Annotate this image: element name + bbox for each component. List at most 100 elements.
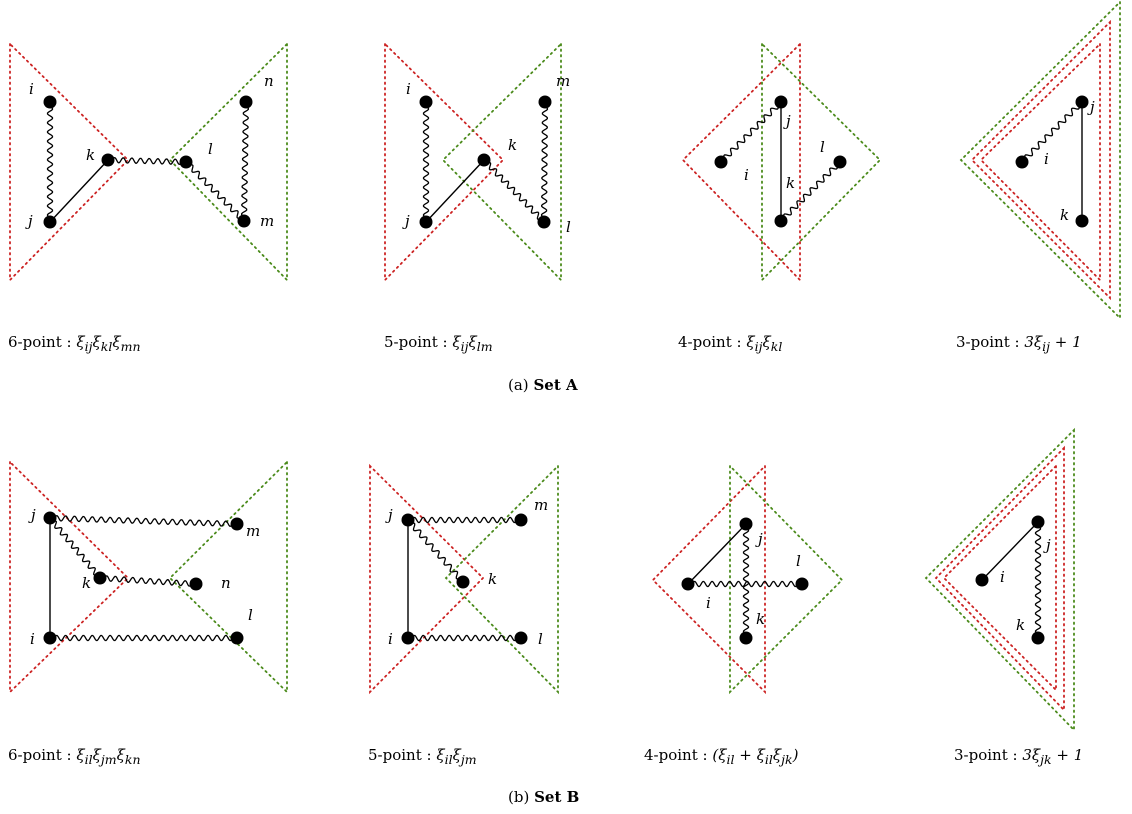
vertex-j [1031, 515, 1045, 529]
region-red [384, 41, 505, 283]
wavy-edge-il [407, 634, 522, 642]
subcaption-label: (b) [508, 788, 530, 806]
wavy-edge-il [49, 634, 238, 642]
region-red-outer [934, 445, 1065, 713]
region-red [942, 463, 1057, 693]
subcaption-name: Set B [534, 788, 580, 806]
formula: ξijξlm [452, 333, 493, 354]
vertex-label: m [534, 496, 548, 514]
vertex-l [179, 155, 193, 169]
vertex-label: j [1043, 536, 1051, 554]
vertex-label: n [264, 72, 274, 90]
wavy-edge-ij [46, 101, 54, 223]
vertex-j [1075, 95, 1089, 109]
subcaption-label: (a) [508, 376, 529, 394]
vertex-label: k [488, 570, 497, 588]
caption-b-3pt: 3-point : 3ξjk + 1 [954, 746, 1083, 767]
wavy-edge-ij [720, 100, 782, 164]
point-label: 5-point : [384, 333, 448, 351]
region-green [729, 463, 844, 695]
vertex-l [795, 577, 809, 591]
wavy-edge-ij [422, 101, 430, 223]
region-green [441, 41, 562, 283]
vertex-j [43, 215, 57, 229]
edges-layer [46, 100, 1083, 642]
vertex-n [239, 95, 253, 109]
caption-a-6pt: 6-point : ξijξklξmn [8, 333, 141, 354]
region-red [9, 459, 130, 695]
caption-b-4pt: 4-point : (ξil + ξilξjk) [644, 746, 798, 767]
wavy-edge-kl [107, 157, 187, 165]
vertex-label: n [221, 574, 231, 592]
formula: 3ξij + 1 [1024, 333, 1082, 354]
wavy-edge-jk [48, 517, 102, 579]
vertex-k [477, 153, 491, 167]
wavy-edge-nm [240, 101, 250, 222]
subcaption-b: (b) Set B [508, 788, 579, 806]
vertex-label: i [1000, 568, 1005, 586]
vertex-i [1015, 155, 1029, 169]
wavy-edge-jk [1034, 521, 1042, 639]
point-label: 5-point : [368, 746, 432, 764]
caption-b-5pt: 5-point : ξilξjm [368, 746, 477, 767]
vertex-label: j [25, 212, 33, 230]
formula: ξilξjmξkn [76, 746, 141, 767]
point-label: 3-point : [956, 333, 1020, 351]
region-red [979, 41, 1101, 283]
wavy-edge-kl [482, 159, 546, 223]
vertex-j [401, 513, 415, 527]
vertex-i [714, 155, 728, 169]
vertex-label: j [783, 112, 791, 130]
subcaption-a: (a) Set A [508, 376, 578, 394]
solid-edge-ij [981, 521, 1039, 581]
wavy-edge-kl [780, 160, 841, 223]
wavy-edge-jk [742, 523, 750, 639]
point-label: 3-point : [954, 746, 1018, 764]
vertex-m [514, 513, 528, 527]
regions-layer [9, 0, 1121, 733]
vertex-label: j [402, 212, 410, 230]
vertex-k [739, 631, 753, 645]
region-red [9, 41, 130, 283]
region-red [681, 41, 801, 283]
region-green [959, 0, 1121, 321]
vertex-label: i [29, 80, 34, 98]
vertex-label: k [82, 574, 91, 592]
vertex-l [230, 631, 244, 645]
formula: ξijξklξmn [76, 333, 141, 354]
vertex-label: j [755, 530, 763, 548]
vertex-k [101, 153, 115, 167]
caption-a-4pt: 4-point : ξijξkl [678, 333, 782, 354]
vertex-label: i [706, 594, 711, 612]
vertex-i [43, 95, 57, 109]
vertex-k [93, 571, 107, 585]
formula: ξijξkl [746, 333, 783, 354]
vertex-j [774, 95, 788, 109]
formula: (ξil + ξilξjk) [712, 746, 799, 767]
vertex-label: l [248, 606, 253, 624]
region-red-outer [970, 19, 1111, 301]
vertex-i [419, 95, 433, 109]
vertex-j [419, 215, 433, 229]
vertex-label: k [786, 174, 795, 192]
vertex-label: i [388, 630, 393, 648]
vertex-i [43, 631, 57, 645]
vertex-n [189, 577, 203, 591]
region-green [168, 459, 288, 695]
vertex-l [537, 215, 551, 229]
vertex-label: l [208, 140, 213, 158]
wavy-edge-il [687, 580, 803, 588]
vertex-k [1075, 214, 1089, 228]
wavy-edge-jm [407, 516, 522, 524]
wavy-edge-jm [49, 515, 238, 527]
formula: ξilξjm [436, 746, 477, 767]
vertex-l [833, 155, 847, 169]
vertex-label: m [260, 212, 274, 230]
vertex-i [975, 573, 989, 587]
vertex-label: j [28, 506, 36, 524]
vertex-j [739, 517, 753, 531]
vertex-label: i [744, 166, 749, 184]
vertex-k [774, 214, 788, 228]
